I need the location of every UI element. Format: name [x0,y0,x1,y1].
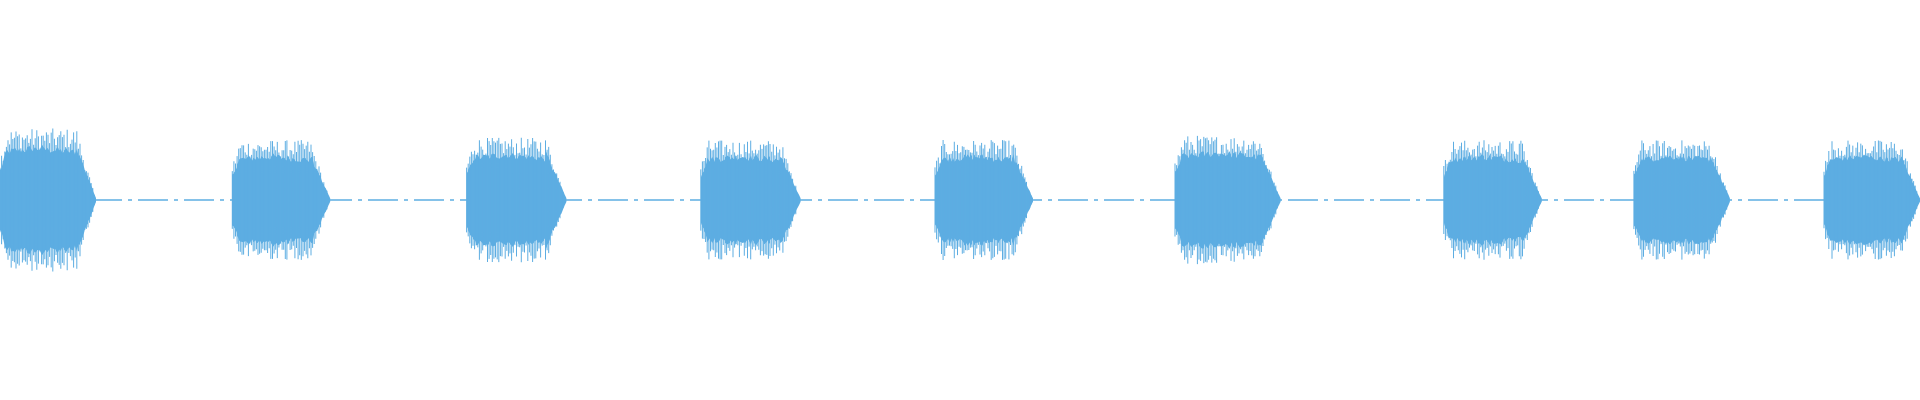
waveform-burst-spikes [0,128,95,272]
waveform-burst-spikes [1633,140,1729,260]
waveform-burst-spikes [231,140,330,260]
waveform-burst-spikes [1443,140,1541,260]
waveform-burst-spikes [700,140,800,260]
waveform-burst-spikes [1174,135,1280,265]
waveform-burst-spikes [466,137,566,263]
waveform-burst-spikes [934,140,1032,260]
waveform-bursts [0,128,1920,272]
waveform-burst-spikes [1823,140,1919,260]
